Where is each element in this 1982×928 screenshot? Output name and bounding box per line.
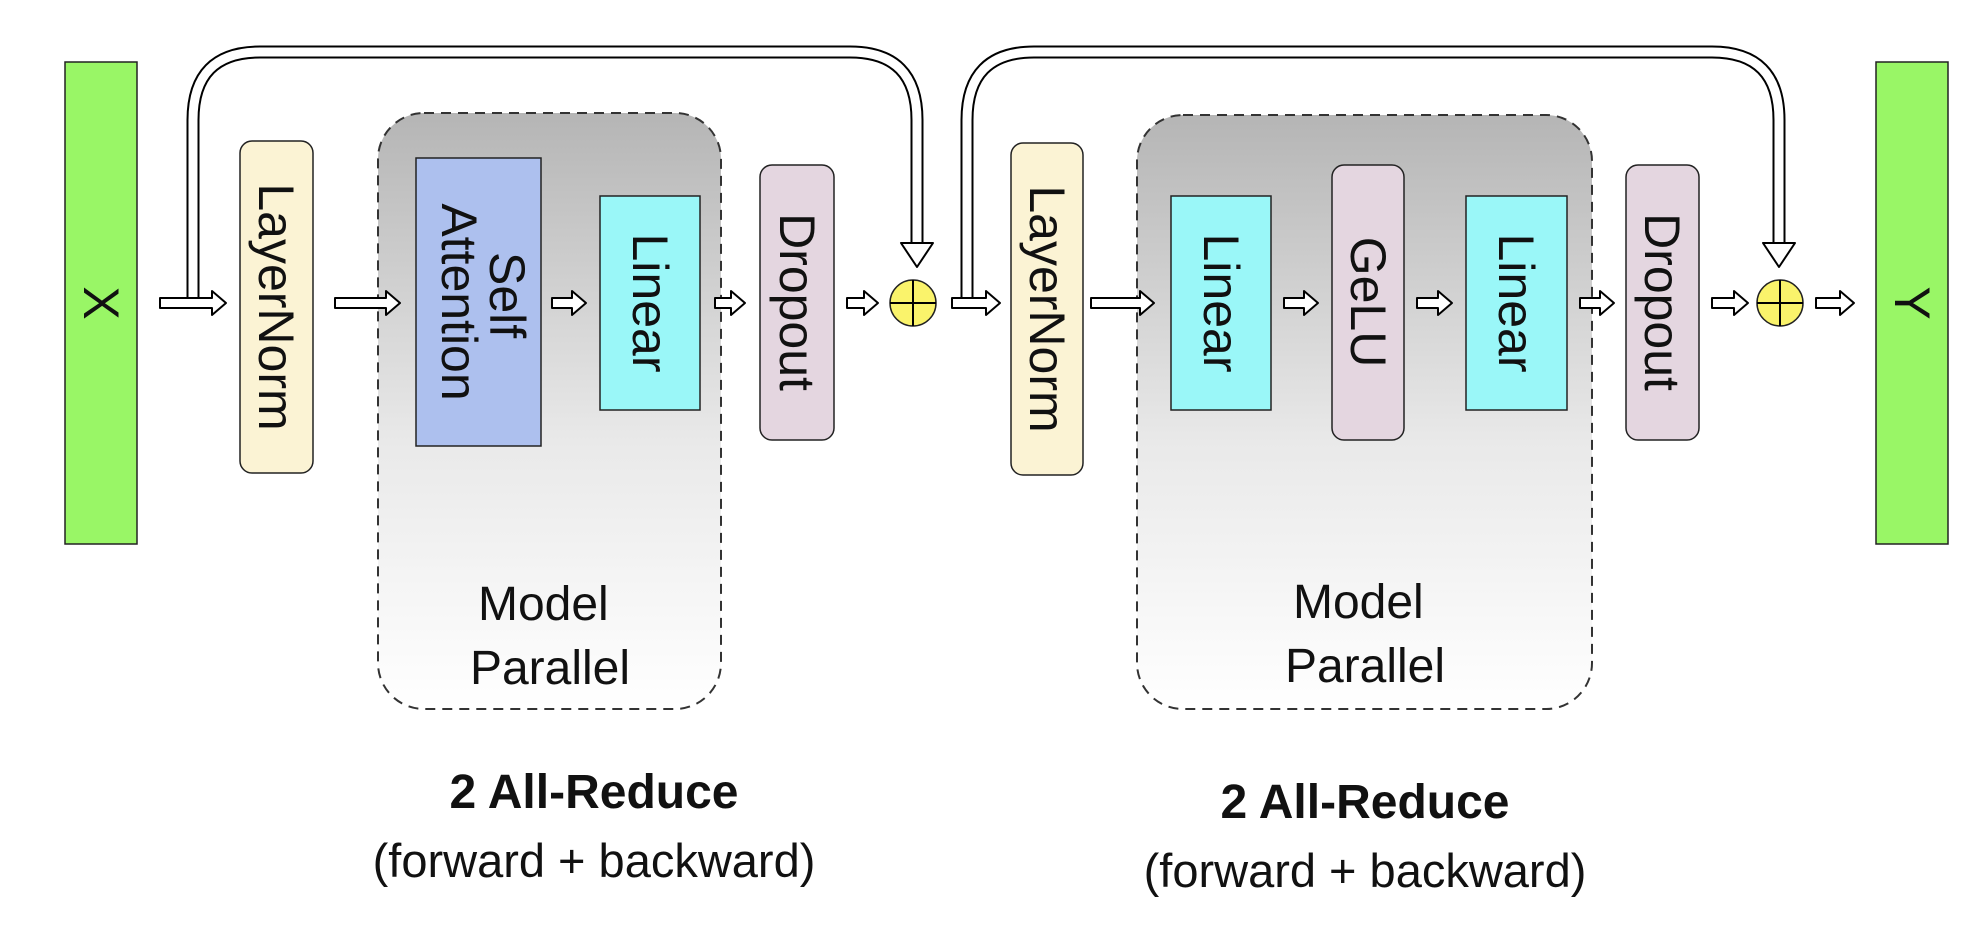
linear-attention-label: Linear <box>622 234 678 373</box>
allreduce-subtitle-attention: (forward + backward) <box>373 834 816 887</box>
layernorm-2-box <box>1010 142 1084 476</box>
allreduce-subtitle-mlp: (forward + backward) <box>1144 844 1587 897</box>
flow-arrow-4 <box>714 290 746 316</box>
flow-arrows <box>159 290 1855 316</box>
model-parallel-label-mlp: Model Parallel <box>1285 576 1445 693</box>
layernorm-2-label: LayerNorm <box>1019 185 1075 432</box>
model-parallel-attention-line2: Parallel <box>470 642 630 695</box>
layernorm-1-label: LayerNorm <box>248 183 304 430</box>
linear-attention-box <box>599 195 701 411</box>
self-attention-label-line2: Attention <box>431 203 487 400</box>
flow-arrow-12 <box>1815 290 1855 316</box>
linear-mlp-1-label: Linear <box>1193 234 1249 373</box>
flow-arrow-2 <box>334 290 401 316</box>
residual-arrowhead-attention <box>900 242 934 268</box>
dropout-2-label: Dropout <box>1634 213 1690 391</box>
dropout-1-label: Dropout <box>769 213 825 391</box>
self-attention-label-line1: Self <box>479 252 535 338</box>
allreduce-title-attention: 2 All-Reduce <box>450 766 739 819</box>
flow-arrow-9 <box>1416 290 1453 316</box>
linear-mlp-2-label: Linear <box>1488 234 1544 373</box>
sum-node-1 <box>889 279 937 327</box>
input-x-box <box>64 61 138 545</box>
gelu-label: GeLU <box>1340 237 1396 368</box>
gelu-box <box>1331 164 1405 441</box>
flow-arrow-8 <box>1283 290 1319 316</box>
self-attention-label: Self Attention <box>431 203 535 400</box>
flow-arrow-6 <box>951 290 1001 316</box>
allreduce-title-mlp: 2 All-Reduce <box>1221 776 1510 829</box>
flow-arrow-5 <box>846 290 879 316</box>
model-parallel-attention-line1: Model <box>478 578 609 631</box>
linear-mlp-2-box <box>1465 195 1568 411</box>
flow-arrow-11 <box>1711 290 1749 316</box>
model-parallel-mlp-line1: Model <box>1293 576 1424 629</box>
self-attention-box <box>415 157 542 447</box>
dropout-1-box <box>759 164 835 441</box>
sum-node-2 <box>1756 279 1804 327</box>
flow-arrow-10 <box>1579 290 1615 316</box>
output-y-box <box>1875 61 1949 545</box>
residual-arrowhead-mlp <box>1762 242 1796 268</box>
output-y-label: Y <box>1884 286 1940 319</box>
input-x-label: X <box>73 286 129 319</box>
flow-arrow-1 <box>159 290 227 316</box>
layernorm-1-box <box>239 140 314 474</box>
model-parallel-label-attention: Model Parallel <box>470 578 630 695</box>
model-parallel-mlp-line2: Parallel <box>1285 640 1445 693</box>
linear-mlp-1-box <box>1170 195 1272 411</box>
flow-arrow-7 <box>1090 290 1155 316</box>
flow-arrow-3 <box>551 290 587 316</box>
dropout-2-box <box>1625 164 1700 441</box>
